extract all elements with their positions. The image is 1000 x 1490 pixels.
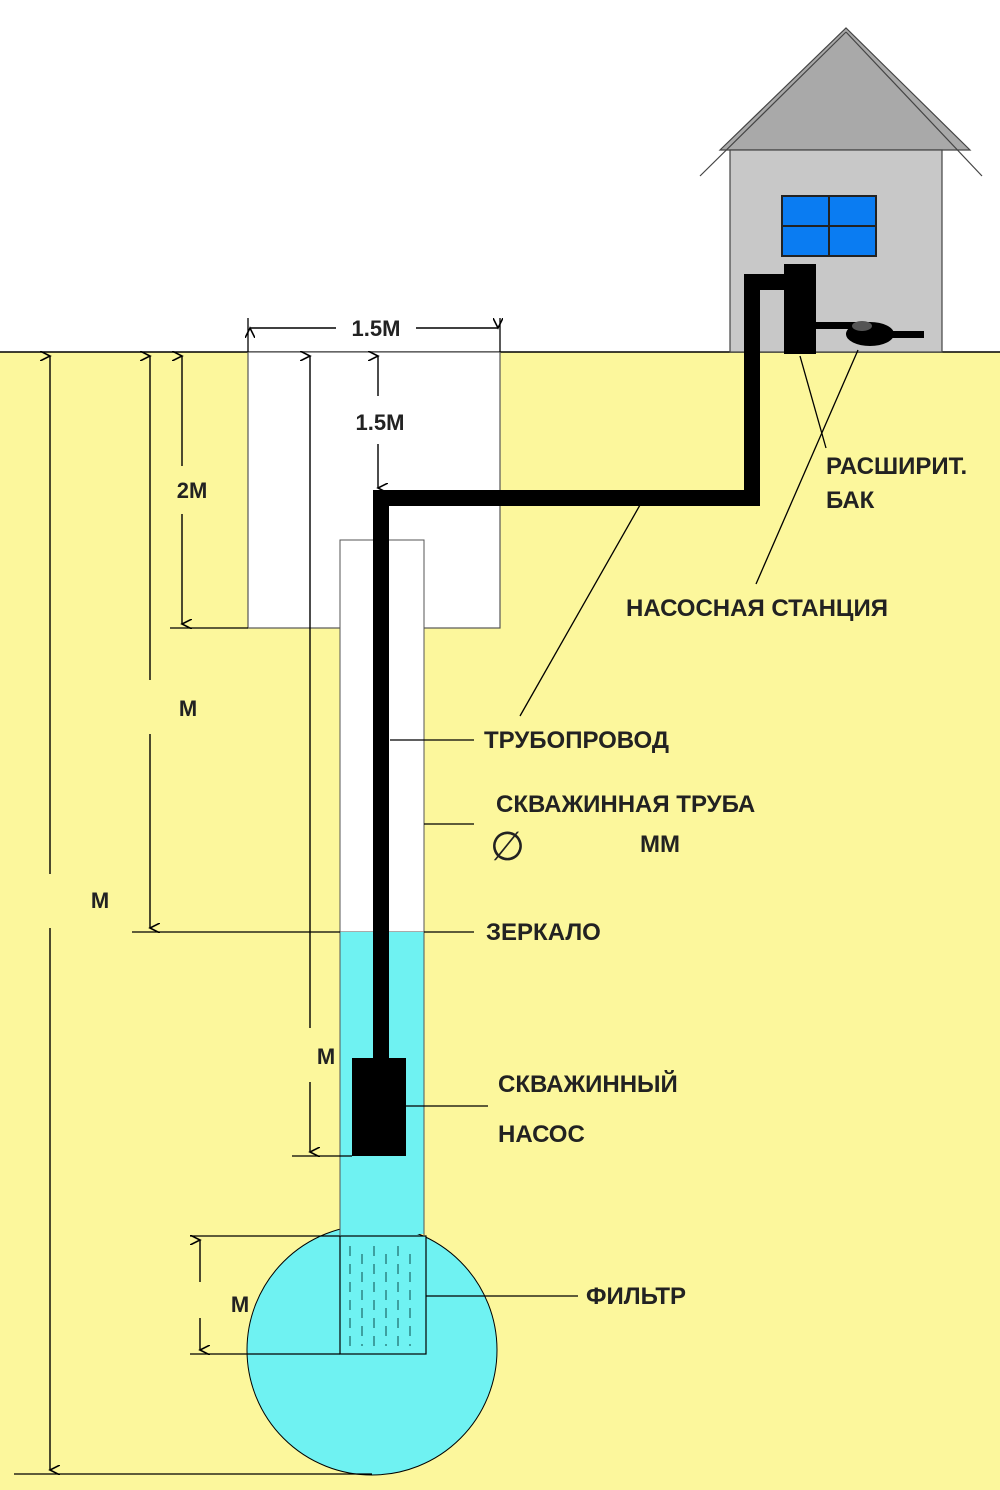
filter-label: ФИЛЬТР <box>586 1283 686 1310</box>
expansion-tank-label: РАСШИРИТ. <box>826 453 967 480</box>
filter-section <box>339 1235 427 1355</box>
pipeline <box>373 274 786 1060</box>
filter-slots <box>349 1246 411 1346</box>
borehole-pump-icon <box>352 1058 406 1156</box>
pump-depth-label: M <box>317 1044 335 1069</box>
casing-pipe-label: СКВАЖИННАЯ ТРУБА <box>496 791 755 818</box>
expansion-tank <box>784 264 816 354</box>
pump-station-icon <box>784 264 924 354</box>
pipe-depth-label: 1.5M <box>356 410 405 435</box>
borehole-pump-label: СКВАЖИННЫЙ <box>498 1070 678 1098</box>
expansion-tank-label-2: БАК <box>826 487 875 514</box>
pump-station-label: НАСОСНАЯ СТАНЦИЯ <box>626 595 888 622</box>
pipeline-label: ТРУБОПРОВОД <box>484 727 669 754</box>
filter-length-label: M <box>231 1292 249 1317</box>
pit-width-label: 1.5M <box>352 316 401 341</box>
arrow-icon <box>50 328 498 1470</box>
leader-lines <box>390 349 859 1297</box>
pit-depth-label: 2M <box>177 478 208 503</box>
water-level-label: ЗЕРКАЛО <box>486 919 601 946</box>
diameter-symbol: ∅ <box>490 824 525 870</box>
casing-unit-label: ММ <box>640 831 680 858</box>
total-depth-label: M <box>91 888 109 913</box>
reference-lines <box>14 318 501 1475</box>
borehole-pump-label-2: НАСОС <box>498 1121 585 1148</box>
static-level-label: M <box>179 696 197 721</box>
house-icon <box>699 27 983 353</box>
